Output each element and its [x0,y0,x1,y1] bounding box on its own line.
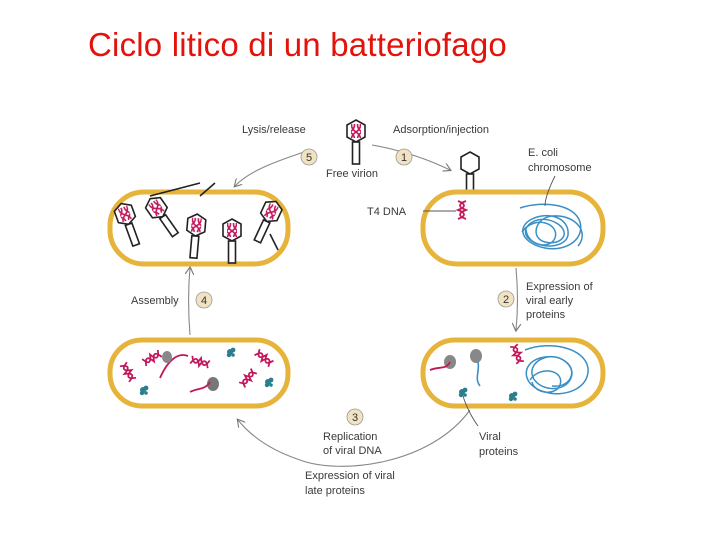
cell-bottom-left [107,337,291,409]
arrow-step-2 [516,267,518,330]
label-t4-dna: T4 DNA [367,206,407,218]
cycle-arrows [189,144,518,467]
step-badge-3: 3 [346,408,364,426]
label-expression-early-2: viral early [526,295,574,307]
leader-lines [423,175,556,427]
step-badge-5: 5 [300,148,318,166]
ecoli-chromosome-bottom [524,344,589,395]
step-badge-4: 4 [195,291,213,309]
arrow-step-5 [235,149,311,186]
slide-title: Ciclo litico di un batteriofago [88,26,507,63]
label-expression-early-3: proteins [526,309,566,321]
label-ecoli-line1: E. coli [528,147,558,159]
cell-bottom-right [420,337,606,409]
label-lysis-release: Lysis/release [242,124,306,136]
svg-text:1: 1 [401,152,407,164]
label-late-proteins-2: late proteins [305,485,365,497]
ecoli-chromosome-top [519,203,583,250]
label-replication-1: Replication [323,431,377,443]
label-ecoli-line2: chromosome [528,162,592,174]
label-assembly: Assembly [131,295,179,307]
label-replication-2: of viral DNA [323,445,382,457]
label-free-virion: Free virion [326,168,378,180]
free-virion [346,119,366,165]
step-badge-2: 2 [497,290,515,308]
step-badge-1: 1 [395,148,413,166]
label-viral-proteins-2: proteins [479,446,519,458]
label-late-proteins-1: Expression of viral [305,470,395,482]
arrow-step-4 [189,268,191,336]
svg-text:5: 5 [306,152,312,164]
label-adsorption-injection: Adsorption/injection [393,124,489,136]
label-expression-early-1: Expression of [526,281,594,293]
svg-text:2: 2 [503,294,509,306]
cell-top-left [107,182,291,267]
arrow-step-3 [238,409,471,467]
cell-top-right [420,189,606,267]
svg-text:3: 3 [352,412,358,424]
svg-text:4: 4 [201,295,207,307]
label-viral-proteins-1: Viral [479,431,501,443]
